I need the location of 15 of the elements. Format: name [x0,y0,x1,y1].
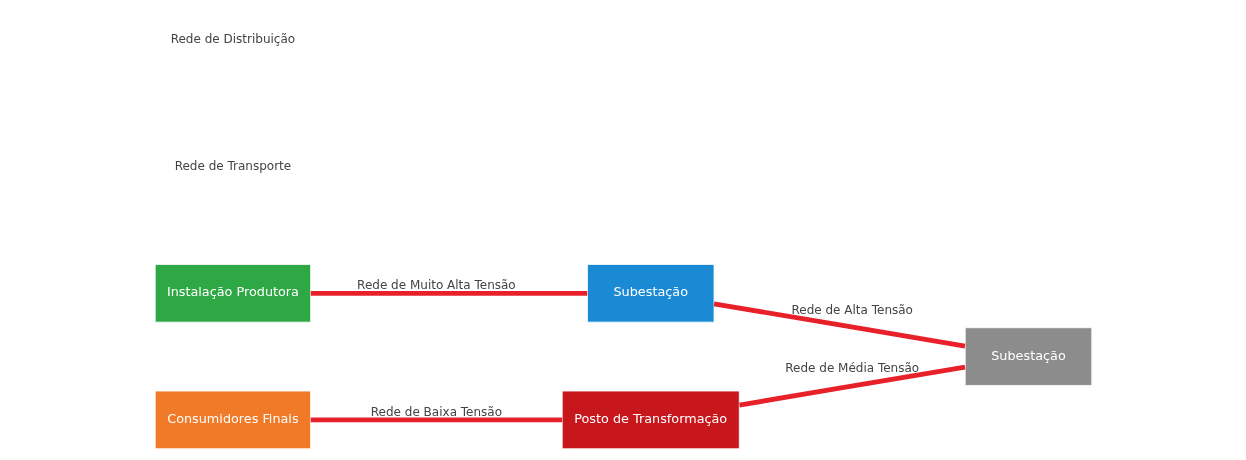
label: Rede de Distribuição [170,31,295,46]
connector [310,417,562,423]
node-box: Subestação [586,264,714,323]
connector [738,364,965,408]
connector [310,290,587,296]
node-box: Instalação Produtora [154,264,311,323]
node-box: Subestação [964,327,1092,386]
node-box: Consumidores Finais [154,390,311,450]
label: Rede de Transporte [174,158,291,173]
edge-label: Rede de Muito Alta Tensão [356,278,516,293]
node-box: Posto de Transformação [561,390,740,450]
connector [713,301,965,349]
edge-label: Rede de Média Tensão [784,360,919,375]
edge-label: Rede de Baixa Tensão [370,404,502,419]
edge-label: Rede de Alta Tensão [791,303,913,318]
